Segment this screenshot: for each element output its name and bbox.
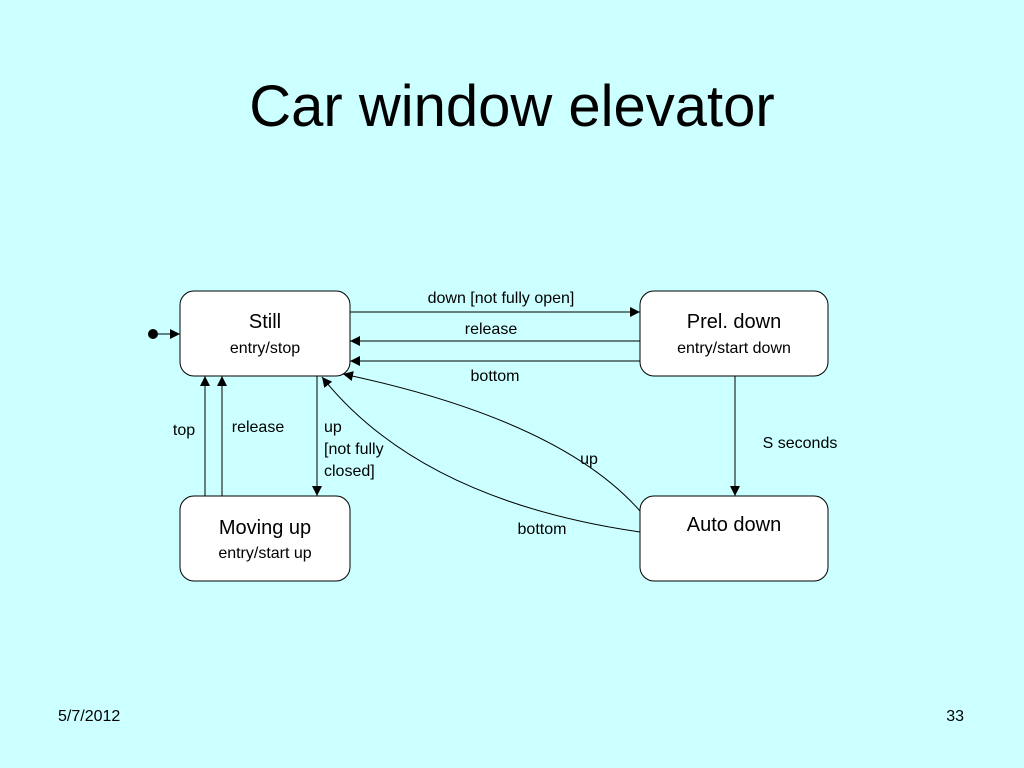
transition-auto-down-to-still-bottom (321, 376, 641, 533)
transition-label-s-seconds: S seconds (763, 435, 838, 452)
transition-label-bottom-top: bottom (471, 368, 520, 385)
transition-label-up-curve: up (580, 451, 598, 468)
transition-label-release-top: release (465, 321, 518, 338)
state-still: Still entry/stop (179, 290, 351, 377)
initial-state-dot (148, 329, 158, 339)
transition-label-up-line3: closed] (324, 463, 375, 480)
state-moving-up-name: Moving up (219, 517, 311, 539)
state-moving-up-action: entry/start up (218, 545, 311, 562)
state-prel-down-name: Prel. down (687, 311, 782, 333)
transition-label-up-line2: [not fully (324, 441, 384, 458)
state-auto-down-name: Auto down (687, 514, 782, 536)
state-prel-down: Prel. down entry/start down (639, 290, 829, 377)
transition-label-up-line1: up (324, 419, 342, 436)
slide-page-number: 33 (946, 708, 964, 725)
transition-label-bottom-curve: bottom (518, 521, 567, 538)
state-still-action: entry/stop (230, 340, 300, 357)
slide-title: Car window elevator (249, 74, 775, 139)
transition-label-top: top (173, 422, 195, 439)
transition-auto-down-to-still-up (342, 371, 641, 512)
slide-date: 5/7/2012 (58, 708, 121, 725)
state-auto-down: Auto down (639, 495, 829, 582)
state-still-name: Still (249, 311, 281, 333)
transition-label-down-not-fully-open: down [not fully open] (428, 290, 575, 307)
state-prel-down-action: entry/start down (677, 340, 791, 357)
state-moving-up: Moving up entry/start up (179, 495, 351, 582)
transition-label-release-left: release (232, 419, 285, 436)
